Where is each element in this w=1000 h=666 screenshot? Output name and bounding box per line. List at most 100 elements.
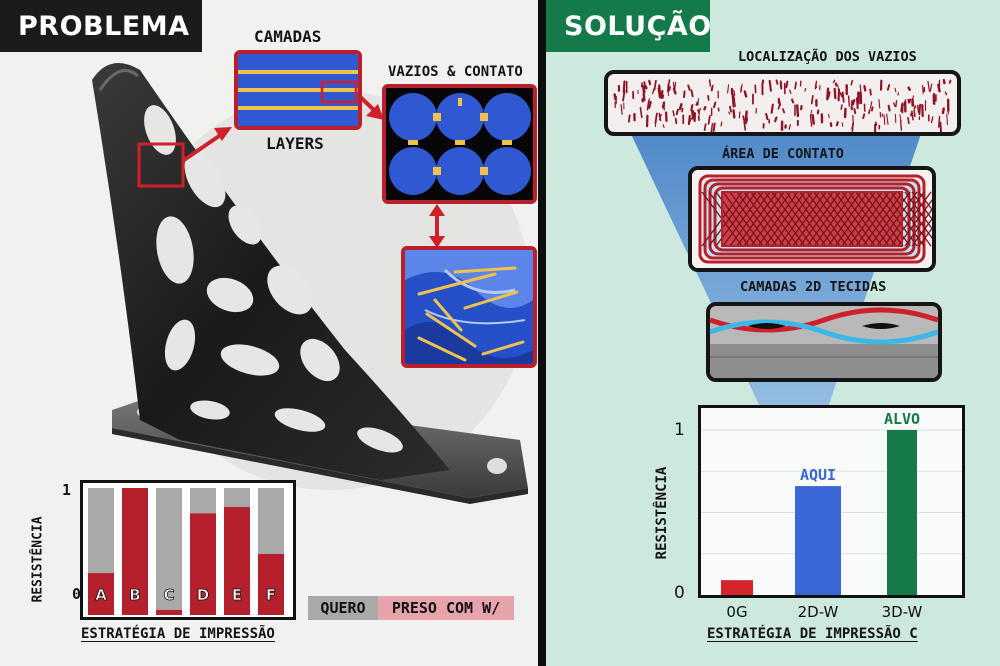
void-speck — [789, 89, 792, 94]
chart-a-bar-preso-D — [190, 513, 216, 615]
void-speck — [660, 90, 664, 99]
void-speck — [886, 113, 889, 125]
void-speck — [841, 91, 845, 103]
panel-divider — [538, 0, 546, 666]
chart-c-bar-2D-W — [795, 486, 841, 595]
void-speck — [795, 104, 800, 118]
void-speck — [710, 86, 714, 92]
void-speck — [851, 98, 856, 106]
void-speck — [785, 80, 789, 89]
void-speck — [839, 92, 843, 98]
void-speck — [620, 104, 623, 115]
void-speck — [654, 112, 658, 125]
void-speck — [922, 84, 924, 95]
void-speck — [743, 120, 747, 131]
void-speck — [662, 94, 665, 99]
void-speck — [678, 103, 683, 111]
label-camadas: CAMADAS — [254, 27, 322, 46]
micrograph-graphic — [405, 250, 533, 364]
void-speck — [869, 88, 872, 96]
void-speck — [639, 106, 643, 119]
chart-a-ylabel: RESISTÊNCIA — [30, 516, 46, 603]
contact-area-box — [688, 166, 936, 272]
chart-a-category-D: D — [197, 586, 209, 604]
void-speck — [627, 114, 631, 123]
chart-a-bar-preso-F — [258, 554, 284, 615]
void-speck — [770, 103, 774, 114]
void-speck — [672, 110, 675, 117]
void-speck — [782, 108, 786, 114]
void-speck — [788, 124, 791, 130]
chart-a-category-F: F — [266, 586, 276, 604]
chart-a-bar-quero-C — [156, 488, 182, 615]
problem-panel: PROBLEMA CAMADAS LAYERS VAZIOS & CONTATO — [0, 0, 538, 666]
chart-a-bar-preso-C — [156, 609, 182, 615]
legend-quero-label: QUERO — [320, 599, 366, 617]
void-speck — [661, 101, 666, 109]
void-speck — [777, 97, 782, 107]
void-speck — [712, 122, 716, 132]
woven-layers-graphic — [710, 306, 938, 378]
void-speck — [893, 102, 896, 107]
void-speck — [641, 82, 645, 94]
void-speck — [814, 84, 818, 89]
void-speck — [941, 107, 945, 115]
void-speck — [895, 100, 898, 108]
solution-panel: SOLUÇÃO LOCALIZAÇÃO DOS VAZIOS ÁREA DE C… — [546, 0, 1000, 666]
chart-a-bar-preso-E — [224, 507, 250, 615]
void-speck — [869, 101, 873, 110]
void-speck — [690, 108, 694, 120]
void-speck — [840, 104, 843, 110]
problem-title: PROBLEMA — [0, 0, 202, 52]
void-speck — [674, 117, 678, 125]
contact-area-perimeter — [708, 182, 916, 256]
chart-a-category-B: B — [129, 586, 140, 604]
void-speck — [681, 107, 684, 113]
void-speck — [658, 113, 662, 121]
void-speck — [707, 115, 711, 125]
chart-c-ylabel: RESISTÊNCIA — [654, 466, 670, 560]
void-speck — [708, 79, 712, 87]
void-speck — [878, 99, 881, 109]
voids-contact-box — [382, 84, 537, 204]
void-speck — [690, 89, 694, 98]
chart-a-bar-preso-A — [88, 573, 114, 615]
void-speck — [929, 86, 932, 93]
void-speck — [794, 81, 797, 90]
contact-area-graphic — [692, 170, 932, 268]
void-speck — [740, 86, 743, 93]
void-speck — [672, 87, 677, 95]
void-speck — [728, 111, 731, 115]
void-speck — [907, 98, 910, 103]
chart-a-category-E: E — [232, 586, 242, 604]
void-speck — [907, 117, 910, 125]
void-speck — [613, 93, 617, 101]
void-speck — [732, 109, 736, 119]
void-speck — [697, 109, 701, 115]
chart-c-ytick-0: 0 — [674, 583, 685, 603]
label-camadas-2d: CAMADAS 2D TECIDAS — [740, 279, 887, 295]
void-speck — [832, 79, 836, 84]
void-speck — [809, 114, 813, 127]
void-speck — [887, 104, 891, 112]
void-speck — [733, 89, 736, 96]
bracket-illustration — [92, 62, 528, 504]
void-speck — [868, 109, 871, 115]
void-speck — [907, 86, 911, 91]
void-speck — [662, 124, 665, 129]
void-speck — [862, 113, 866, 120]
void-speck — [937, 116, 941, 128]
void-speck — [703, 123, 707, 132]
void-speck — [833, 87, 837, 100]
void-speck — [729, 105, 732, 113]
void-speck — [689, 117, 693, 123]
chart-a-ytick-1: 1 — [62, 481, 72, 499]
void-speck — [742, 115, 746, 122]
void-speck — [939, 121, 943, 132]
chart-c-category-2D-W: 2D-W — [798, 603, 839, 621]
chart-c-ytick-1: 1 — [674, 420, 685, 440]
woven-layers-box — [706, 302, 942, 382]
void-speck — [775, 79, 779, 85]
void-speck — [727, 84, 730, 94]
void-speck — [874, 121, 878, 126]
